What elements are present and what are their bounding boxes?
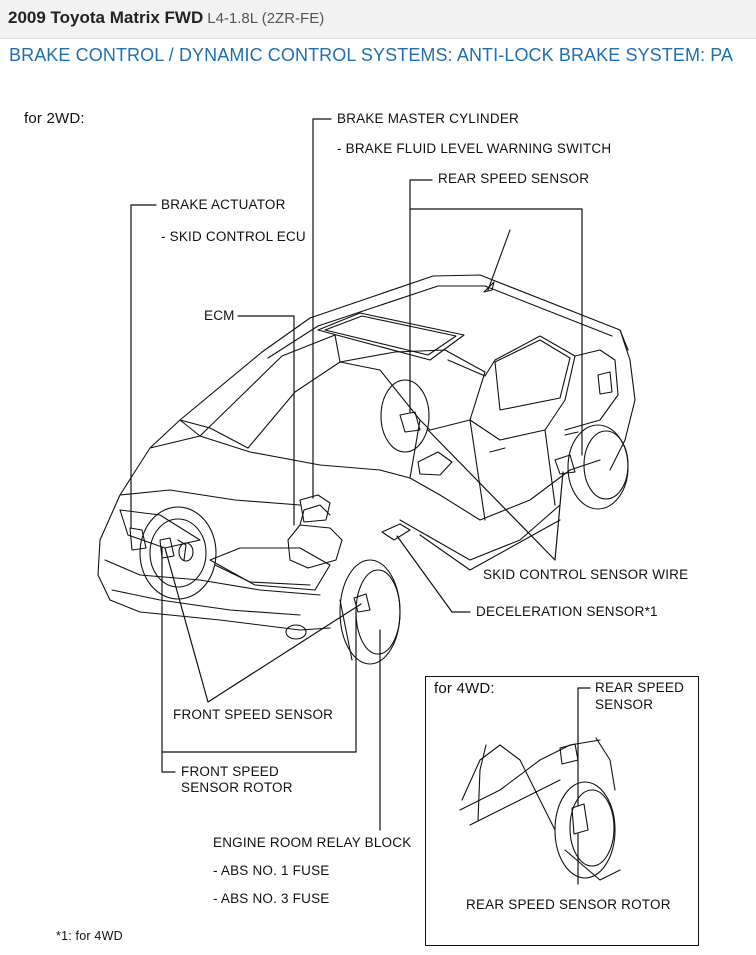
label-deceleration-sensor: DECELERATION SENSOR*1 xyxy=(476,604,658,619)
label-skid-control-sensor-wire: SKID CONTROL SENSOR WIRE xyxy=(483,567,689,582)
engine-spec: L4-1.8L (2ZR-FE) xyxy=(207,10,325,27)
label-rear-speed-sensor-4wd-line2: SENSOR xyxy=(595,697,654,712)
label-skid-control-ecu: - SKID CONTROL ECU xyxy=(161,229,306,244)
label-rear-speed-sensor-4wd-line1: REAR SPEED xyxy=(595,680,685,695)
label-engine-room-relay-block: ENGINE ROOM RELAY BLOCK xyxy=(213,835,412,850)
footnote: *1: for 4WD xyxy=(56,929,123,943)
label-brake-fluid-switch: - BRAKE FLUID LEVEL WARNING SWITCH xyxy=(337,141,612,156)
label-front-speed-sensor-rotor-line1: FRONT SPEED xyxy=(181,764,279,779)
label-rear-speed-sensor: REAR SPEED SENSOR xyxy=(438,171,590,186)
label-ecm: ECM xyxy=(204,308,235,323)
label-rear-speed-sensor-rotor: REAR SPEED SENSOR ROTOR xyxy=(466,897,671,912)
inset-4wd-frame xyxy=(425,676,699,946)
breadcrumb[interactable]: BRAKE CONTROL / DYNAMIC CONTROL SYSTEMS:… xyxy=(9,45,734,65)
variant-2wd-label: for 2WD: xyxy=(24,110,85,127)
car-illustration xyxy=(97,229,636,665)
label-brake-master-cylinder: BRAKE MASTER CYLINDER xyxy=(337,111,519,126)
label-brake-actuator: BRAKE ACTUATOR xyxy=(161,197,286,212)
vehicle-name: 2009 Toyota Matrix FWD xyxy=(8,8,204,27)
label-abs-no3-fuse: - ABS NO. 3 FUSE xyxy=(213,891,330,906)
label-front-speed-sensor: FRONT SPEED SENSOR xyxy=(173,707,334,722)
label-front-speed-sensor-rotor-line2: SENSOR ROTOR xyxy=(181,780,293,795)
leader-lines xyxy=(130,118,583,831)
car-4wd-illustration xyxy=(459,687,621,885)
variant-4wd-label: for 4WD: xyxy=(434,680,495,697)
label-abs-no1-fuse: - ABS NO. 1 FUSE xyxy=(213,863,330,878)
